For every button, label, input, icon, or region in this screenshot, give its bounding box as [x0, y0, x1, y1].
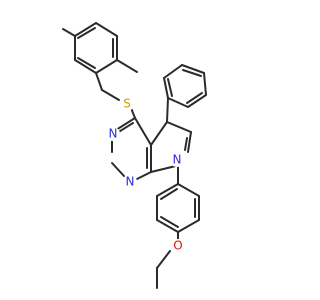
bond [187, 94, 207, 108]
bond [182, 69, 202, 77]
bond [177, 219, 200, 233]
bond [160, 188, 178, 200]
bond [150, 121, 168, 146]
bond [203, 72, 207, 96]
bond [163, 77, 169, 99]
bond [115, 117, 136, 131]
bond [167, 78, 173, 97]
bond [95, 59, 118, 74]
bond [167, 97, 189, 108]
bond [74, 59, 97, 74]
bond [101, 89, 120, 101]
nitrogen-atom-n3: N [106, 127, 120, 141]
oxygen-atom: O [171, 239, 185, 253]
bond [156, 219, 179, 233]
atom-label-n: N [173, 153, 182, 167]
atom-labels: S N N N O [106, 97, 185, 253]
nitrogen-atom-n7: N [170, 153, 184, 167]
sulfur-atom: S [120, 97, 134, 111]
bond [134, 117, 152, 146]
bond [62, 28, 76, 37]
nitrogen-atom-n1: N [123, 175, 137, 189]
bonds-layer [62, 22, 207, 289]
bond [130, 107, 136, 119]
bond [166, 97, 169, 123]
bond [187, 131, 192, 153]
bond [77, 57, 96, 69]
bond [136, 171, 152, 180]
bond [181, 64, 205, 74]
bond [95, 22, 118, 37]
bond [160, 216, 179, 228]
bond [177, 183, 200, 197]
atom-label-o: O [173, 239, 182, 253]
bond [116, 59, 138, 73]
bond [95, 72, 103, 91]
atom-label-n: N [109, 127, 118, 141]
bond [186, 92, 203, 104]
bond [156, 183, 179, 197]
bond [74, 22, 97, 37]
bond [116, 122, 134, 134]
bond [77, 27, 96, 39]
bond [156, 250, 171, 269]
bond [166, 121, 192, 133]
bond [184, 137, 188, 151]
bond [163, 64, 183, 79]
molecule-structure: S N N N O [62, 22, 207, 289]
atom-label-s: S [123, 97, 131, 111]
atom-label-n: N [126, 175, 135, 189]
bond [111, 162, 125, 177]
